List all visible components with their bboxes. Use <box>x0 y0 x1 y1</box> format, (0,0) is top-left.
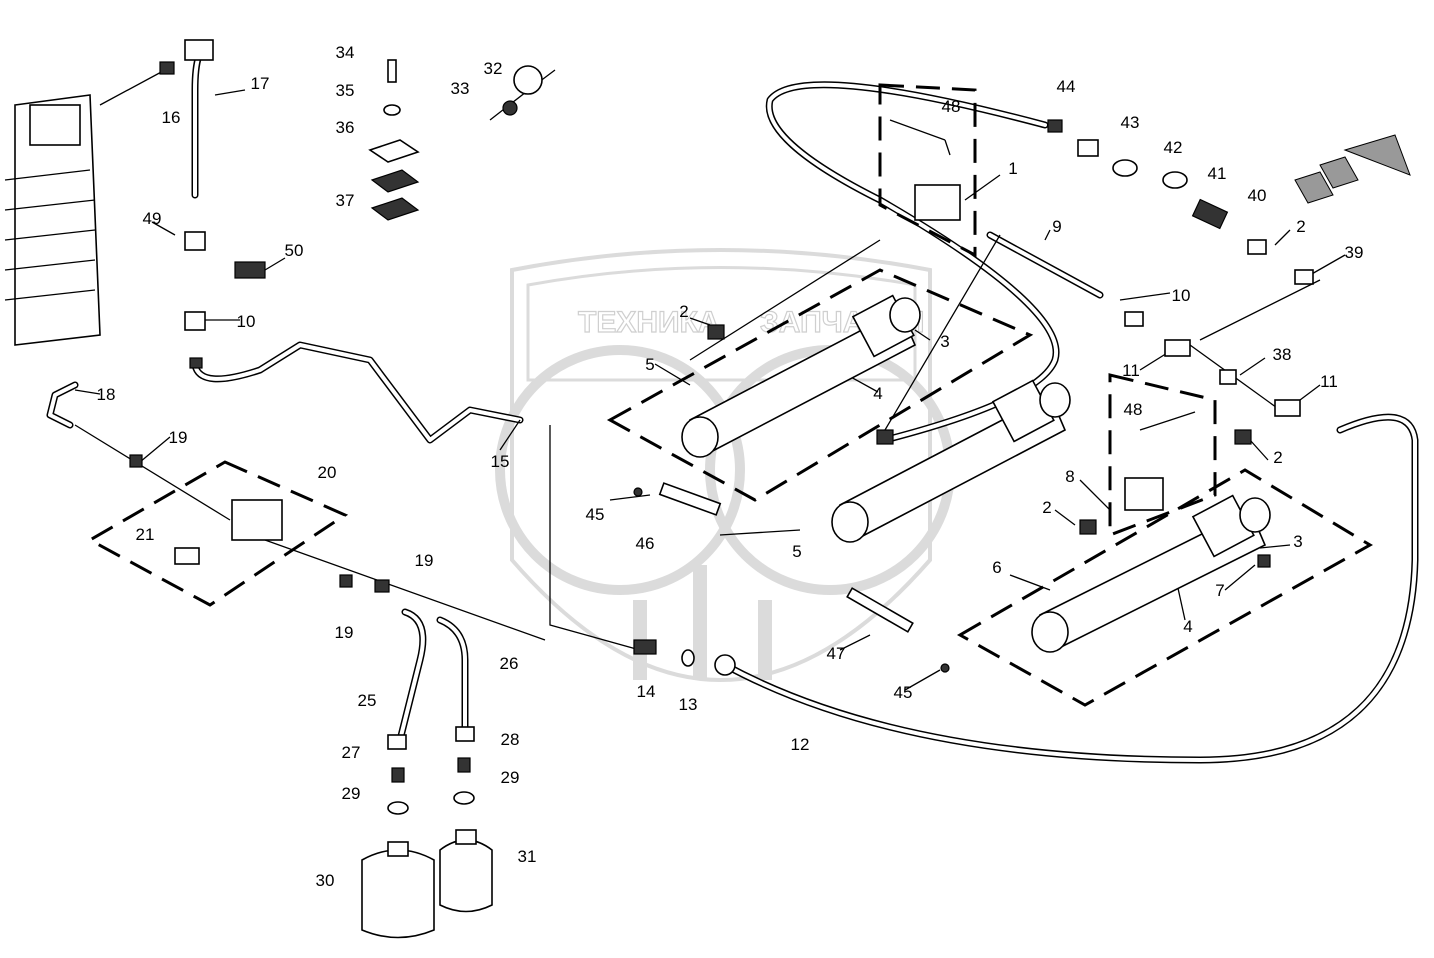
fittings <box>129 39 1314 939</box>
callout-33: 33 <box>451 79 470 98</box>
callout-19: 19 <box>415 551 434 570</box>
callout-44: 44 <box>1057 77 1076 96</box>
callout-45: 45 <box>586 505 605 524</box>
callout-10: 10 <box>1172 286 1191 305</box>
callout-29: 29 <box>501 768 520 787</box>
callout-15: 15 <box>491 452 510 471</box>
callout-17: 17 <box>251 74 270 93</box>
callout-49: 49 <box>143 209 162 228</box>
control-valve-bank <box>4 94 101 346</box>
callout-29: 29 <box>342 784 361 803</box>
callout-21: 21 <box>136 525 155 544</box>
callout-3: 3 <box>940 332 949 351</box>
callout-19: 19 <box>335 623 354 642</box>
hydraulic-cylinders <box>681 294 1271 653</box>
callout-2: 2 <box>679 302 688 321</box>
callout-47: 47 <box>827 644 846 663</box>
callout-48: 48 <box>1124 400 1143 419</box>
callout-50: 50 <box>285 241 304 260</box>
callout-41: 41 <box>1208 164 1227 183</box>
callout-30: 30 <box>316 871 335 890</box>
callout-25: 25 <box>358 691 377 710</box>
callout-10: 10 <box>237 312 256 331</box>
callout-42: 42 <box>1164 138 1183 157</box>
callout-34: 34 <box>336 43 355 62</box>
callout-27: 27 <box>342 743 361 762</box>
callout-35: 35 <box>336 81 355 100</box>
callout-13: 13 <box>679 695 698 714</box>
callout-8: 8 <box>1065 467 1074 486</box>
callout-45: 45 <box>894 683 913 702</box>
callout-2: 2 <box>1273 448 1282 467</box>
callout-31: 31 <box>518 847 537 866</box>
callout-20: 20 <box>318 463 337 482</box>
callout-40: 40 <box>1248 186 1267 205</box>
callout-26: 26 <box>500 654 519 673</box>
callout-9: 9 <box>1052 217 1061 236</box>
callout-37: 37 <box>336 191 355 210</box>
callout-4: 4 <box>1183 617 1192 636</box>
callout-43: 43 <box>1121 113 1140 132</box>
callout-12: 12 <box>791 735 810 754</box>
callout-4: 4 <box>873 384 882 403</box>
callout-36: 36 <box>336 118 355 137</box>
watermark-left-text: ТЕХНИКА <box>578 306 720 339</box>
callout-labels: 34 35 36 37 33 32 16 17 49 50 10 18 19 2… <box>97 43 1364 890</box>
callout-32: 32 <box>484 59 503 78</box>
callout-39: 39 <box>1345 243 1364 262</box>
callout-18: 18 <box>97 385 116 404</box>
callout-28: 28 <box>501 730 520 749</box>
callout-6: 6 <box>992 558 1001 577</box>
callout-5: 5 <box>645 355 654 374</box>
callout-11: 11 <box>1122 361 1140 380</box>
callout-16: 16 <box>162 108 181 127</box>
callout-1: 1 <box>1008 159 1017 178</box>
callout-19: 19 <box>169 428 188 447</box>
callout-48: 48 <box>942 97 961 116</box>
dashed-assembly-boxes <box>86 83 1373 707</box>
callout-2: 2 <box>1042 498 1051 517</box>
callout-14: 14 <box>637 682 656 701</box>
callout-38: 38 <box>1273 345 1292 364</box>
callout-7: 7 <box>1215 581 1224 600</box>
callout-46: 46 <box>636 534 655 553</box>
forward-direction-arrow <box>1294 134 1411 204</box>
callout-2: 2 <box>1296 217 1305 236</box>
callout-5: 5 <box>792 542 801 561</box>
callout-3: 3 <box>1293 532 1302 551</box>
callout-11: 11 <box>1320 372 1338 391</box>
